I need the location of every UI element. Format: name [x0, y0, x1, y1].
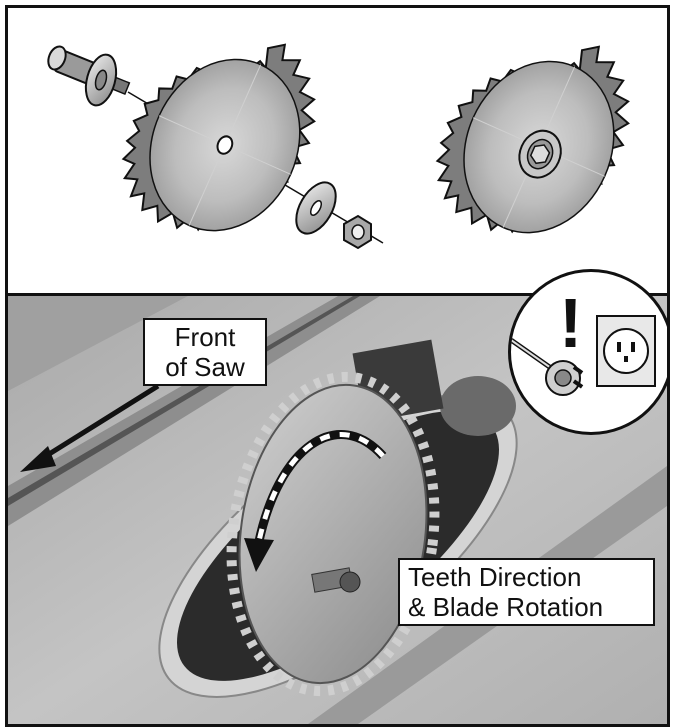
warning-symbol: !	[559, 284, 582, 362]
figure-frame: Front of Saw Teeth Direction & Blade Rot…	[5, 5, 670, 727]
front-of-saw-label: Front of Saw	[143, 318, 267, 386]
flange-icon	[288, 176, 344, 240]
teeth-direction-label: Teeth Direction & Blade Rotation	[398, 558, 655, 626]
arbor-nut-icon	[344, 216, 371, 248]
saw-blade-icon	[414, 8, 655, 267]
blade-assembly-diagram	[8, 8, 667, 296]
outlet-icon	[597, 316, 655, 386]
unplug-warning: !	[508, 269, 670, 435]
